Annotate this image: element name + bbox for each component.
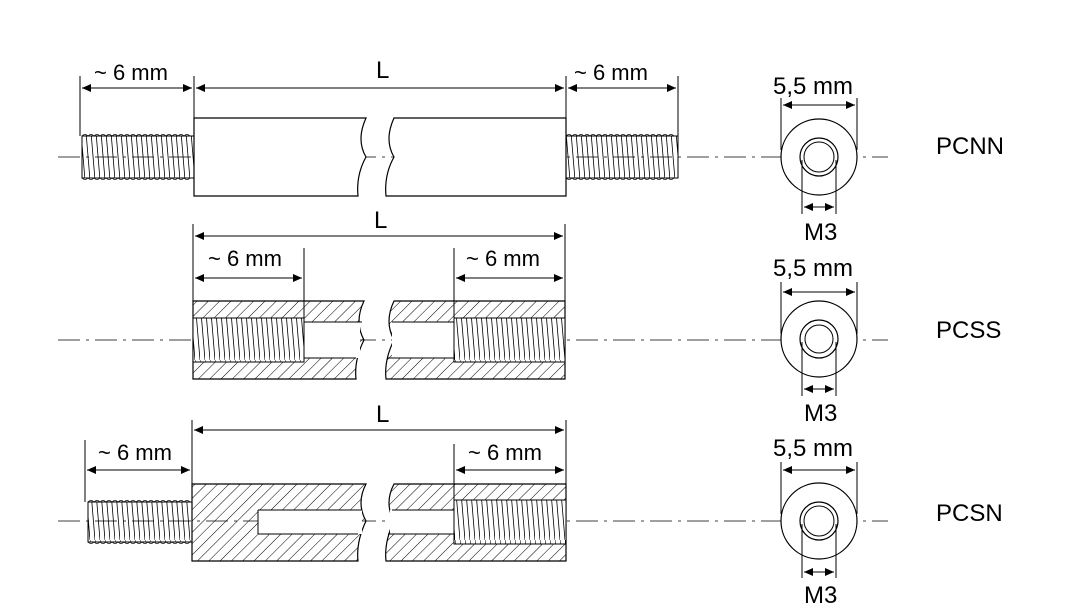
left-dim-label: ~ 6 mm: [98, 440, 172, 465]
left-thread: [81, 134, 195, 180]
length-label: L: [374, 207, 387, 234]
outer-diameter-label: 5,5 mm: [773, 435, 853, 462]
left-thread: [87, 500, 193, 544]
outer-diameter-label: 5,5 mm: [773, 255, 853, 282]
end-view: 5,5 mm M3: [773, 435, 858, 609]
right-dim-label: ~ 6 mm: [466, 246, 540, 271]
product-code: PCNN: [936, 133, 1004, 160]
body-right: [385, 117, 567, 197]
thread-label: M3: [804, 582, 837, 609]
right-dim-label: ~ 6 mm: [468, 440, 542, 465]
row-pcnn: ~ 6 mm L ~ 6 mm 5,5 mm M3 PCNN: [58, 57, 1004, 246]
product-code: PCSS: [936, 317, 1001, 344]
length-label: L: [376, 57, 389, 84]
row-pcss: L ~ 6 mm ~ 6 mm 5,5 mm M3 PCSS: [58, 207, 1001, 427]
thread-label: M3: [804, 400, 837, 427]
row-pcsn: L ~ 6 mm ~ 6 mm 5,5 mm M3 PCSN: [58, 401, 1003, 609]
outer-diameter-label: 5,5 mm: [773, 73, 853, 100]
left-dim-label: ~ 6 mm: [208, 246, 282, 271]
end-view: 5,5 mm M3: [773, 73, 858, 246]
length-label: L: [376, 401, 389, 428]
body-left: [193, 117, 367, 197]
end-view: 5,5 mm M3: [773, 255, 858, 427]
right-thread: [565, 134, 679, 180]
product-code: PCSN: [936, 500, 1003, 527]
thread-label: M3: [804, 219, 837, 246]
right-dim-label: ~ 6 mm: [574, 60, 648, 85]
left-dim-label: ~ 6 mm: [94, 60, 168, 85]
